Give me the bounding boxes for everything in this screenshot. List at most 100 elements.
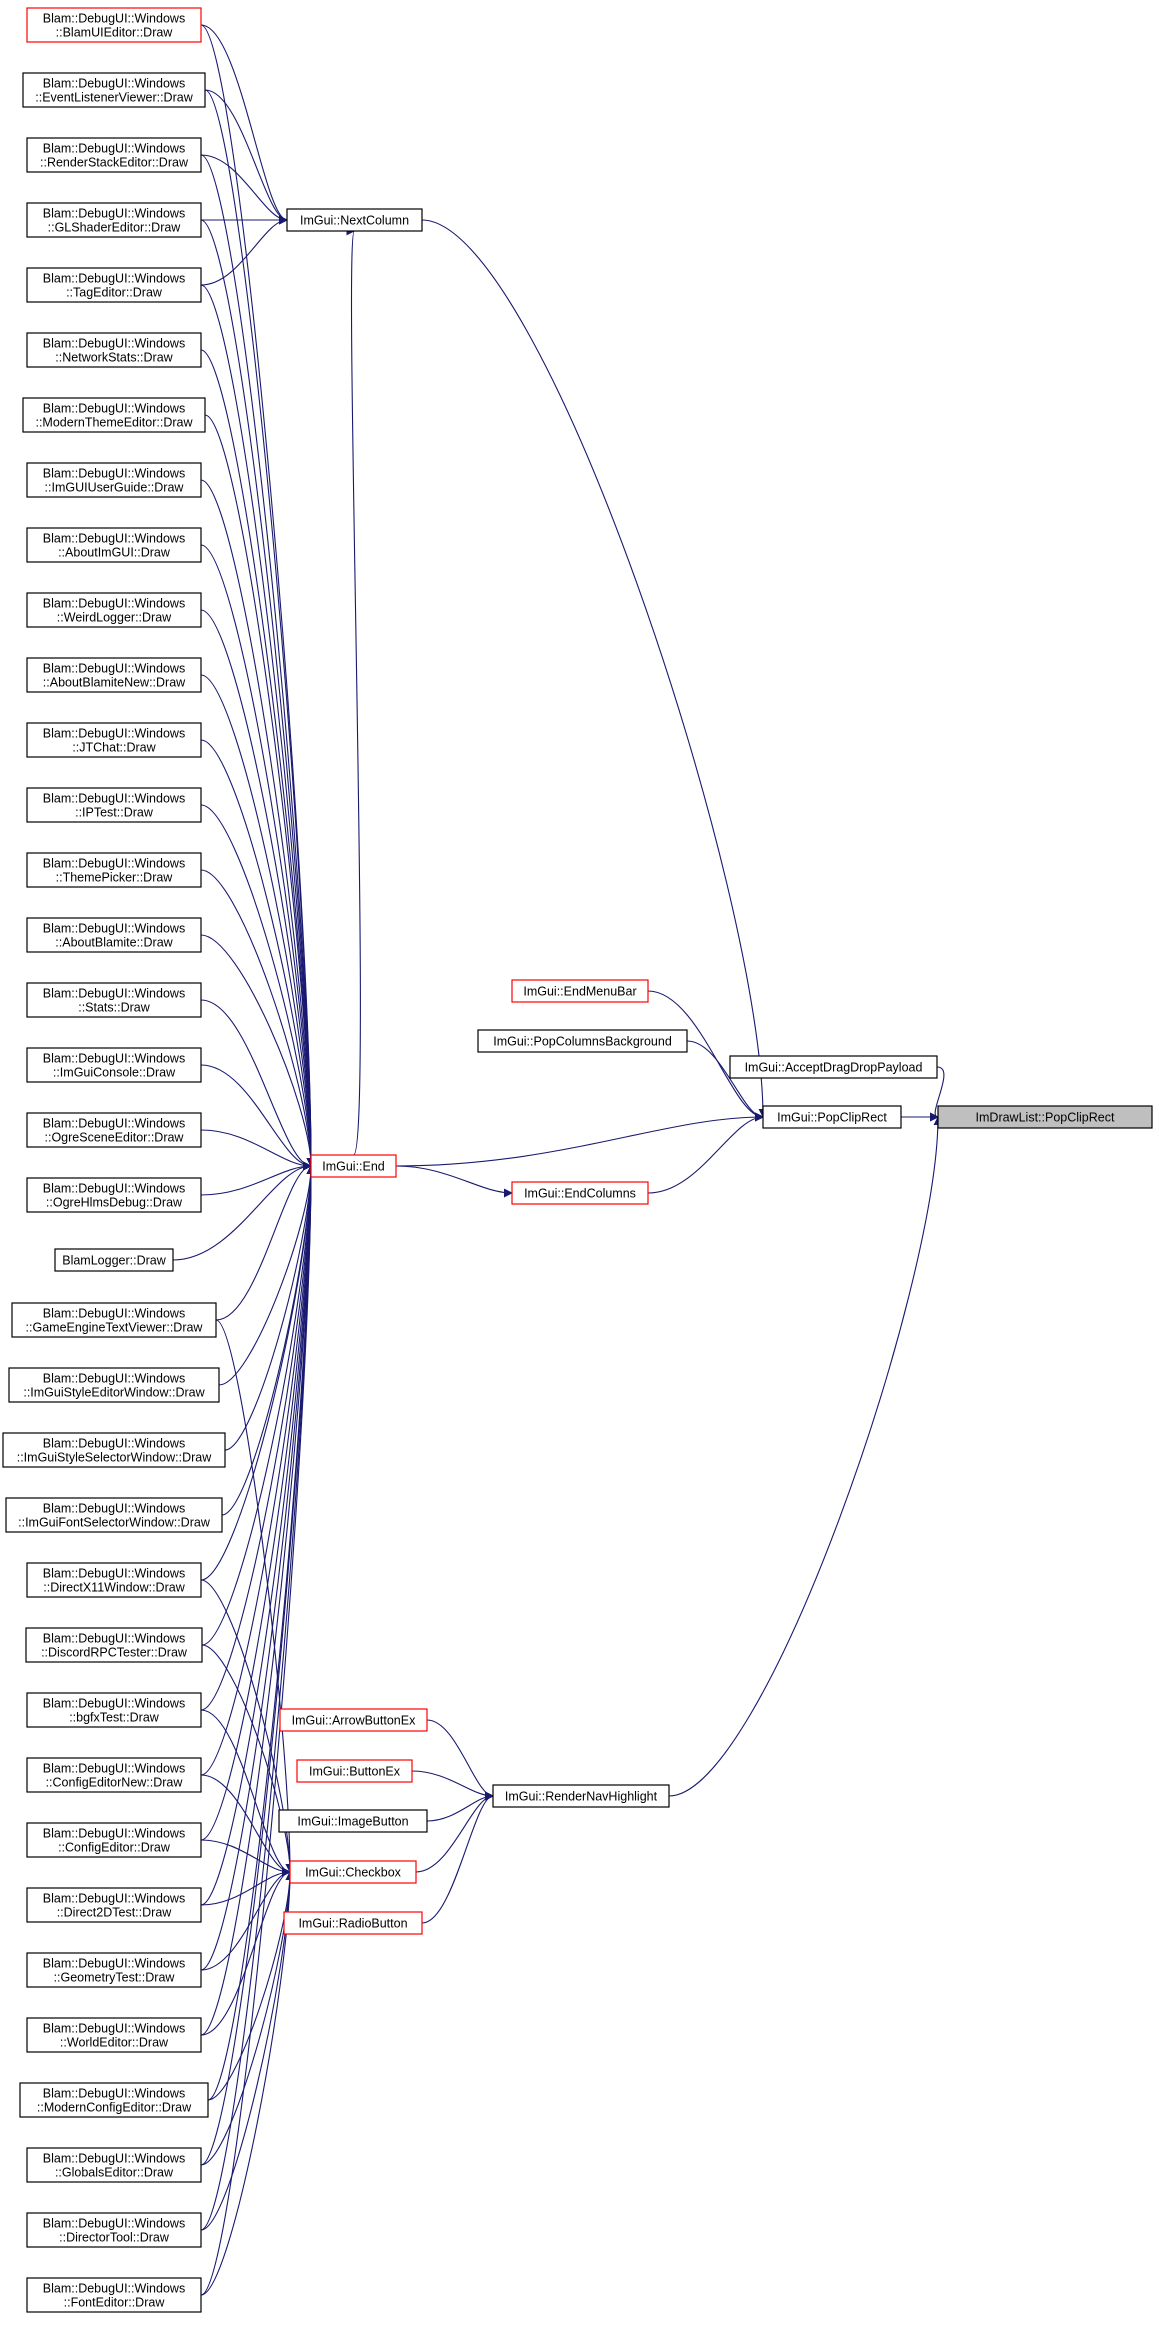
node-aboutblamite[interactable]: Blam::DebugUI::Windows::AboutBlamite::Dr… [26,917,202,953]
node-iptest[interactable]: Blam::DebugUI::Windows::IPTest::Draw [26,787,202,823]
node-endmenubar[interactable]: ImGui::EndMenuBar [511,979,649,1003]
node-label: ::JTChat::Draw [72,741,156,755]
node-label: Blam::DebugUI::Windows [43,2152,185,2166]
node-arrowbuttonex[interactable]: ImGui::ArrowButtonEx [279,1708,428,1732]
edge-end-to-endcolumns [395,1165,513,1198]
node-label: ImGui::RadioButton [298,1917,407,1931]
node-themepicker[interactable]: Blam::DebugUI::Windows::ThemePicker::Dra… [26,852,202,888]
node-drawlist_popcliprect[interactable]: ImDrawList::PopClipRect [937,1105,1153,1129]
node-box [26,2147,202,2183]
node-imguistyleeditorwindow[interactable]: Blam::DebugUI::Windows::ImGuiStyleEditor… [8,1367,220,1403]
edge-modernthemeeditor-to-end [204,414,316,1167]
node-imagebutton[interactable]: ImGui::ImageButton [278,1809,428,1833]
node-label: ImGui::NextColumn [300,214,409,228]
node-glshadereditor[interactable]: Blam::DebugUI::Windows::GLShaderEditor::… [26,202,202,238]
node-buttonex[interactable]: ImGui::ButtonEx [296,1759,413,1783]
node-end[interactable]: ImGui::End [310,1154,397,1178]
node-label: Blam::DebugUI::Windows [43,402,185,416]
node-directx11window[interactable]: Blam::DebugUI::Windows::DirectX11Window:… [26,1562,202,1598]
edge-imguiuserguide-to-end [200,479,316,1167]
node-globalseditor[interactable]: Blam::DebugUI::Windows::GlobalsEditor::D… [26,2147,202,2183]
node-networkstats[interactable]: Blam::DebugUI::Windows::NetworkStats::Dr… [26,332,202,368]
node-box [26,1757,202,1793]
node-fonteditor[interactable]: Blam::DebugUI::Windows::FontEditor::Draw [26,2277,202,2313]
node-modernthemeeditor[interactable]: Blam::DebugUI::Windows::ModernThemeEdito… [22,397,206,433]
node-radiobutton[interactable]: ImGui::RadioButton [283,1911,423,1935]
node-endcolumns[interactable]: ImGui::EndColumns [511,1181,649,1205]
node-aboutimgui[interactable]: Blam::DebugUI::Windows::AboutImGUI::Draw [26,527,202,563]
node-box [26,1112,202,1148]
node-geometrytest[interactable]: Blam::DebugUI::Windows::GeometryTest::Dr… [26,1952,202,1988]
node-label: ::ImGUIUserGuide::Draw [45,481,185,495]
node-gameenginetextviewer[interactable]: Blam::DebugUI::Windows::GameEngineTextVi… [11,1302,217,1338]
node-box [25,1627,203,1663]
edge-discordrpctester-to-end [201,1165,316,1646]
node-label: ::ImGuiConsole::Draw [53,1066,176,1080]
node-label: ImGui::EndMenuBar [523,985,636,999]
node-box [26,917,202,953]
node-box [11,1302,217,1338]
node-aboutblamitenew[interactable]: Blam::DebugUI::Windows::AboutBlamiteNew:… [26,657,202,693]
node-bgfxtest[interactable]: Blam::DebugUI::Windows::bgfxTest::Draw [26,1692,202,1728]
node-nextcolumn[interactable]: ImGui::NextColumn [286,208,423,232]
edge-imguistyleeditorwindow-to-end [218,1165,316,1386]
node-label: Blam::DebugUI::Windows [43,1372,185,1386]
node-box [762,1105,902,1129]
edge-stats-to-end [200,999,312,1171]
edge-geometrytest-to-checkbox [200,1867,291,1971]
node-imguiuserguide[interactable]: Blam::DebugUI::Windows::ImGUIUserGuide::… [26,462,202,498]
node-label: Blam::DebugUI::Windows [43,1762,185,1776]
node-directortool[interactable]: Blam::DebugUI::Windows::DirectorTool::Dr… [26,2212,202,2248]
node-ogresceneeditor[interactable]: Blam::DebugUI::Windows::OgreSceneEditor:… [26,1112,202,1148]
node-imguistyleselectorwindow[interactable]: Blam::DebugUI::Windows::ImGuiStyleSelect… [2,1432,226,1468]
node-label: BlamLogger::Draw [62,1254,166,1268]
node-box [26,202,202,238]
node-label: Blam::DebugUI::Windows [43,1052,185,1066]
node-configeditor[interactable]: Blam::DebugUI::Windows::ConfigEditor::Dr… [26,1822,202,1858]
node-worldeditor[interactable]: Blam::DebugUI::Windows::WorldEditor::Dra… [26,2017,202,2053]
node-label: ::NetworkStats::Draw [55,351,173,365]
edge-networkstats-to-end [200,349,316,1167]
node-checkbox[interactable]: ImGui::Checkbox [289,1860,417,1884]
node-popcolumnsbackground[interactable]: ImGui::PopColumnsBackground [477,1029,688,1053]
node-weirdlogger[interactable]: Blam::DebugUI::Windows::WeirdLogger::Dra… [26,592,202,628]
edge-endcolumns-to-popcliprect [647,1112,764,1194]
node-discordrpctester[interactable]: Blam::DebugUI::Windows::DiscordRPCTester… [25,1627,203,1663]
node-label: Blam::DebugUI::Windows [43,1632,185,1646]
node-direct2dtest[interactable]: Blam::DebugUI::Windows::Direct2DTest::Dr… [26,1887,202,1923]
edge-end-to-popcliprect [395,1112,764,1167]
edge-weirdlogger-to-end [200,609,316,1167]
node-jtchat[interactable]: Blam::DebugUI::Windows::JTChat::Draw [26,722,202,758]
node-label: ::ImGuiFontSelectorWindow::Draw [18,1516,211,1530]
node-tageditor[interactable]: Blam::DebugUI::Windows::TagEditor::Draw [26,267,202,303]
node-configeditornew[interactable]: Blam::DebugUI::Windows::ConfigEditorNew:… [26,1757,202,1793]
edge-globalseditor-to-checkbox [200,1871,295,2166]
node-stats[interactable]: Blam::DebugUI::Windows::Stats::Draw [26,982,202,1018]
node-label: ::TagEditor::Draw [66,286,163,300]
node-box [310,1154,397,1178]
node-imguiconsole[interactable]: Blam::DebugUI::Windows::ImGuiConsole::Dr… [26,1047,202,1083]
node-popcliprect[interactable]: ImGui::PopClipRect [762,1105,902,1129]
node-box [286,208,423,232]
node-acceptdragdroppayload[interactable]: ImGui::AcceptDragDropPayload [729,1055,938,1079]
node-label: ImGui::EndColumns [524,1187,636,1201]
node-label: ::OgreHlmsDebug::Draw [46,1196,183,1210]
edge-gameenginetextviewer-to-end [215,1161,312,1321]
edge-configeditor-to-end [200,1165,316,1841]
edge-end-to-nextcolumn [345,227,361,1156]
node-label: Blam::DebugUI::Windows [43,142,185,156]
node-modernconfigeditor[interactable]: Blam::DebugUI::Windows::ModernConfigEdit… [19,2082,209,2118]
node-label: ImGui::Checkbox [305,1866,402,1880]
node-blamuieditor[interactable]: Blam::DebugUI::Windows::BlamUIEditor::Dr… [26,7,202,43]
node-eventlistenerviewer[interactable]: Blam::DebugUI::Windows::EventListenerVie… [22,72,206,108]
node-label: ::Stats::Draw [78,1001,151,1015]
edge-nextcolumn-to-popcliprect [421,219,768,1118]
node-label: Blam::DebugUI::Windows [43,532,185,546]
edge-imguiconsole-to-end [200,1064,312,1171]
node-rendernavhighlight[interactable]: ImGui::RenderNavHighlight [492,1784,670,1808]
node-label: Blam::DebugUI::Windows [43,1182,185,1196]
node-imguifontselectorwindow[interactable]: Blam::DebugUI::Windows::ImGuiFontSelecto… [5,1497,223,1533]
node-ogrehlmsdebug[interactable]: Blam::DebugUI::Windows::OgreHlmsDebug::D… [26,1177,202,1213]
node-renderstackeditor[interactable]: Blam::DebugUI::Windows::RenderStackEdito… [26,137,202,173]
node-blamlogger[interactable]: BlamLogger::Draw [54,1248,174,1272]
